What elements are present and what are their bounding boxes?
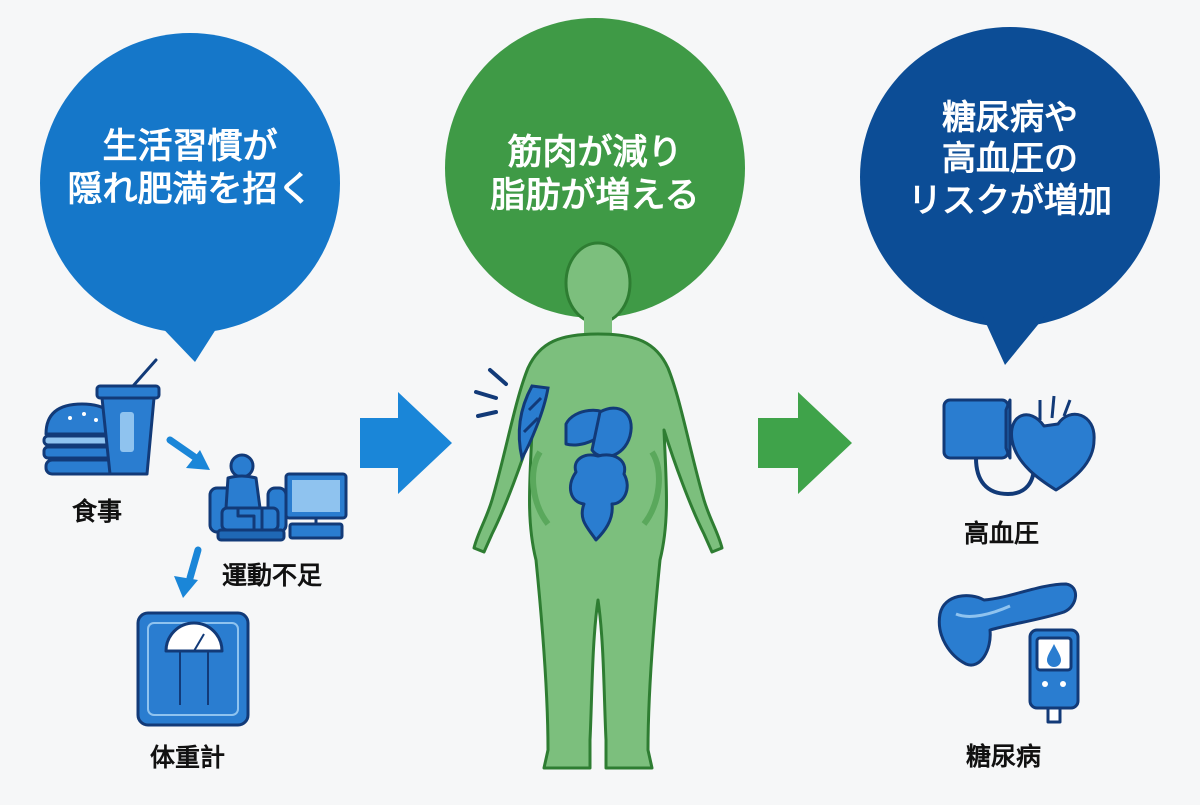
bubble-center xyxy=(445,18,745,318)
bubble-left xyxy=(40,33,340,362)
label-meal: 食事 xyxy=(72,497,123,526)
drink-cup-icon xyxy=(95,358,161,476)
muscle-icon xyxy=(517,384,550,463)
arrow-to-risks xyxy=(758,392,852,494)
bubble-right xyxy=(860,27,1160,365)
heart-icon xyxy=(1010,395,1096,492)
human-body-icon xyxy=(472,241,724,770)
glucose-meter-icon xyxy=(1028,628,1080,724)
label-hypertension: 高血圧 xyxy=(964,519,1040,548)
arrow-to-body xyxy=(360,392,452,494)
bubble-left-text: 生活習慣が 隠れ肥満を招く xyxy=(40,126,340,211)
bubble-right-line-1: 糖尿病や xyxy=(942,98,1078,138)
bathroom-scale-icon xyxy=(136,611,250,727)
bubble-center-line-1: 筋肉が減り xyxy=(507,133,683,173)
organs-icon xyxy=(564,406,633,542)
small-arrow-meal-to-exercise xyxy=(166,436,210,470)
bubble-right-line-3: リスクが増加 xyxy=(908,180,1112,221)
bubble-right-text: 糖尿病や 高血圧の リスクが増加 xyxy=(860,98,1160,222)
bubble-center-text: 筋肉が減り 脂肪が増える xyxy=(445,132,745,217)
bubble-left-line-2: 隠れ肥満を招く xyxy=(67,169,313,210)
bubble-center-line-2: 脂肪が増える xyxy=(490,175,700,216)
label-scale: 体重計 xyxy=(150,743,226,772)
attention-lines xyxy=(474,368,508,418)
label-exercise: 運動不足 xyxy=(222,561,323,590)
bubble-left-line-1: 生活習慣が xyxy=(102,127,278,167)
blood-pressure-monitor-icon xyxy=(942,398,1036,496)
small-arrow-exercise-to-scale xyxy=(174,546,202,598)
tv-icon xyxy=(284,472,348,540)
label-diabetes: 糖尿病 xyxy=(966,742,1042,771)
pancreas-icon xyxy=(937,582,1077,667)
bubble-right-line-2: 高血圧の xyxy=(942,139,1078,180)
person-on-sofa-icon xyxy=(208,453,288,542)
